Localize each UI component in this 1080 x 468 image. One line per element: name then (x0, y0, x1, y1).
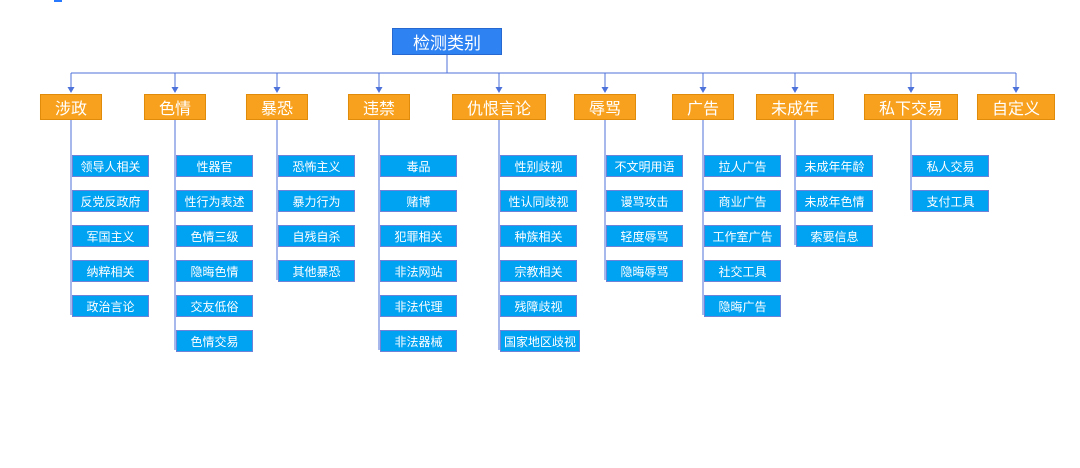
category-node-5: 仇恨言论 (451, 94, 547, 120)
child-node: 索要信息 (796, 225, 873, 247)
child-node: 性认同歧视 (500, 190, 577, 212)
category-node-4: 违禁 (347, 94, 411, 120)
child-node: 非法网站 (380, 260, 457, 282)
child-node: 私人交易 (912, 155, 989, 177)
category-node-8: 未成年 (755, 94, 835, 120)
child-node: 色情交易 (176, 330, 253, 352)
child-node: 军国主义 (72, 225, 149, 247)
child-node: 毒品 (380, 155, 457, 177)
child-node: 谩骂攻击 (606, 190, 683, 212)
category-node-1: 涉政 (39, 94, 103, 120)
child-node: 未成年年龄 (796, 155, 873, 177)
child-node: 领导人相关 (72, 155, 149, 177)
child-node: 交友低俗 (176, 295, 253, 317)
child-node: 隐晦广告 (704, 295, 781, 317)
child-node: 恐怖主义 (278, 155, 355, 177)
child-node: 隐晦辱骂 (606, 260, 683, 282)
child-node: 隐晦色情 (176, 260, 253, 282)
child-node: 色情三级 (176, 225, 253, 247)
child-node: 残障歧视 (500, 295, 577, 317)
category-node-2: 色情 (143, 94, 207, 120)
child-node: 商业广告 (704, 190, 781, 212)
child-node: 性别歧视 (500, 155, 577, 177)
category-node-6: 辱骂 (573, 94, 637, 120)
root-node: 检测类别 (392, 28, 502, 55)
child-node: 不文明用语 (606, 155, 683, 177)
category-node-9: 私下交易 (863, 94, 959, 120)
child-node: 其他暴恐 (278, 260, 355, 282)
child-node: 拉人广告 (704, 155, 781, 177)
child-node: 轻度辱骂 (606, 225, 683, 247)
child-node: 政治言论 (72, 295, 149, 317)
category-node-7: 广告 (671, 94, 735, 120)
category-node-3: 暴恐 (245, 94, 309, 120)
child-node: 自残自杀 (278, 225, 355, 247)
child-node: 工作室广告 (704, 225, 781, 247)
top-edge-fragment (54, 0, 62, 2)
child-node: 宗教相关 (500, 260, 577, 282)
child-node: 赌博 (380, 190, 457, 212)
child-node: 未成年色情 (796, 190, 873, 212)
category-node-10: 自定义 (976, 94, 1056, 120)
child-node: 反党反政府 (72, 190, 149, 212)
child-node: 国家地区歧视 (500, 330, 581, 352)
child-node: 性器官 (176, 155, 253, 177)
child-node: 犯罪相关 (380, 225, 457, 247)
child-node: 纳粹相关 (72, 260, 149, 282)
child-node: 非法器械 (380, 330, 457, 352)
child-node: 种族相关 (500, 225, 577, 247)
child-node: 支付工具 (912, 190, 989, 212)
child-node: 社交工具 (704, 260, 781, 282)
child-node: 性行为表述 (176, 190, 253, 212)
child-node: 非法代理 (380, 295, 457, 317)
child-node: 暴力行为 (278, 190, 355, 212)
